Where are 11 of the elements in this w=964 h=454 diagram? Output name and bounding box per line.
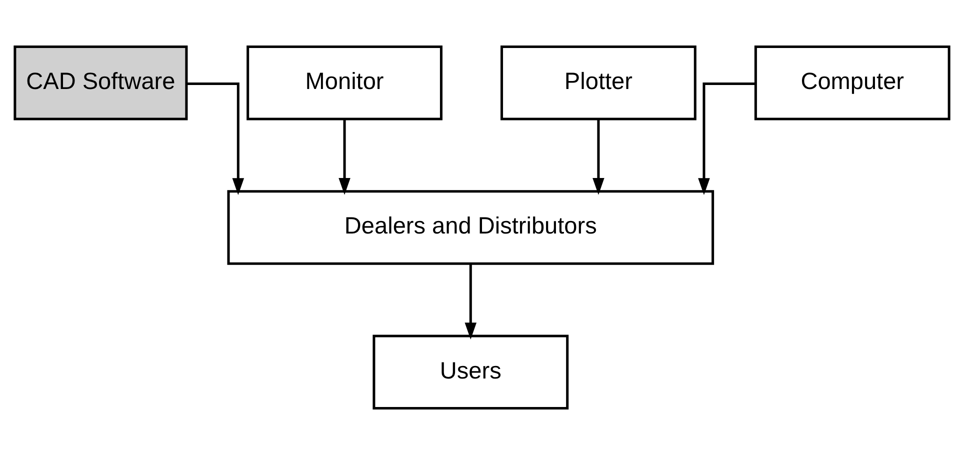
node-box: Users [372,334,569,410]
arrow [592,118,604,194]
node-box: Dealers and Distributors [227,190,714,264]
arrow [338,118,350,194]
arrow [186,82,244,195]
node-box: CAD Software [14,44,188,120]
node-box: Plotter [500,44,696,120]
node-box: Monitor [246,44,442,120]
node-box: Computer [754,44,950,120]
arrow [464,264,477,339]
arrow [698,82,756,195]
